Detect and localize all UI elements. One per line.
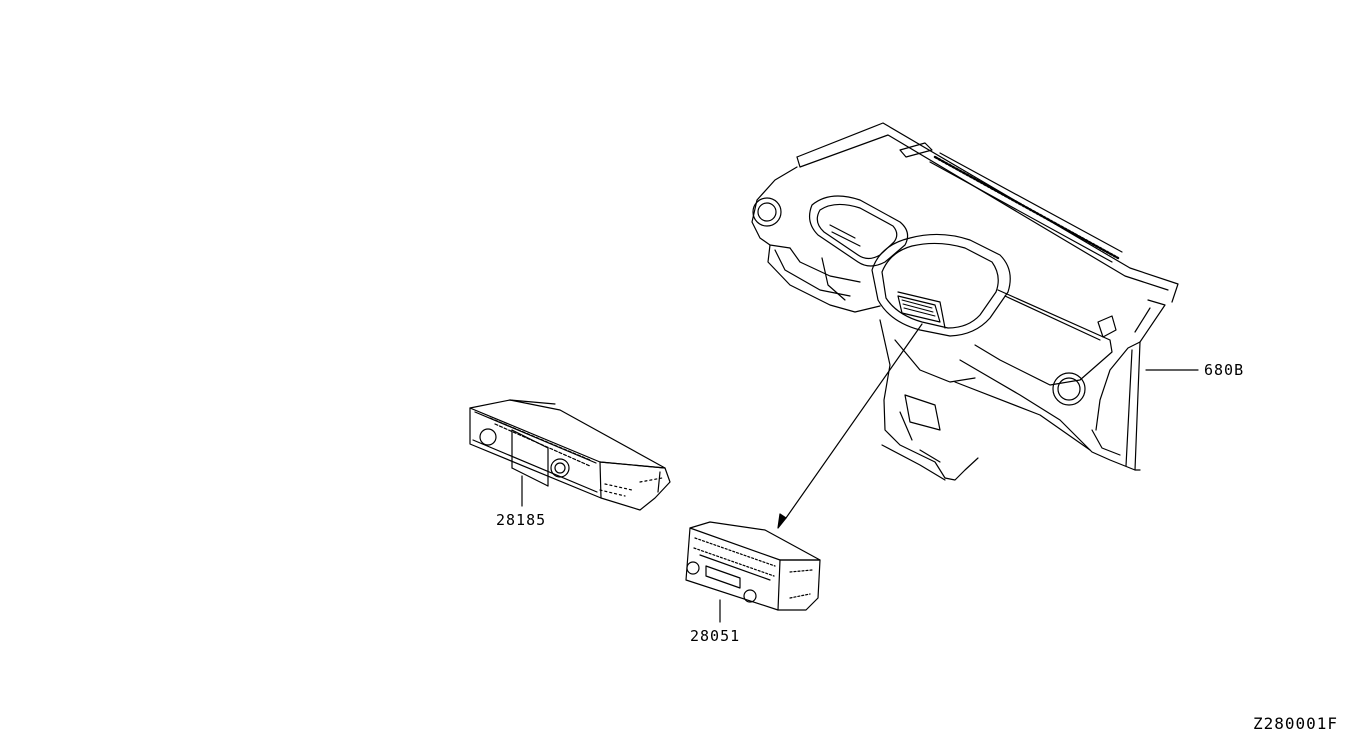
instrument-panel-drawing (752, 123, 1178, 528)
figure-code: Z280001F (1253, 714, 1339, 733)
radio-unit-28185-drawing (470, 400, 670, 510)
callout-28185: 28185 (496, 511, 547, 529)
callout-680B: 680B (1204, 361, 1245, 379)
radio-unit-28051-drawing (686, 522, 820, 622)
callout-28051: 28051 (690, 627, 741, 645)
